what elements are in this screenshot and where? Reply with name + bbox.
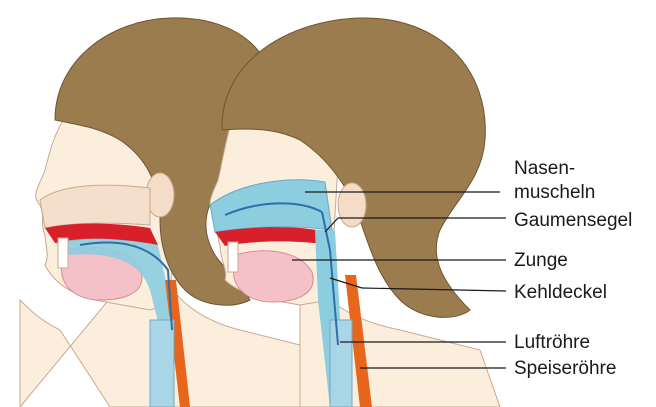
label-luftroehre: Luftröhre (514, 332, 590, 353)
label-nasenmuscheln-2: muscheln (514, 182, 595, 203)
left-teeth (58, 238, 68, 268)
label-nasenmuscheln-1: Nasen- (514, 158, 575, 179)
label-gaumensegel: Gaumensegel (514, 210, 632, 231)
right-ear (338, 183, 366, 227)
right-trachea (330, 320, 352, 407)
label-zunge: Zunge (514, 250, 568, 271)
left-nasal-cavity (40, 185, 150, 228)
right-teeth (228, 242, 238, 272)
label-kehldeckel: Kehldeckel (514, 282, 607, 303)
left-trachea (150, 320, 174, 407)
label-speiseroehre: Speiseröhre (514, 358, 616, 379)
